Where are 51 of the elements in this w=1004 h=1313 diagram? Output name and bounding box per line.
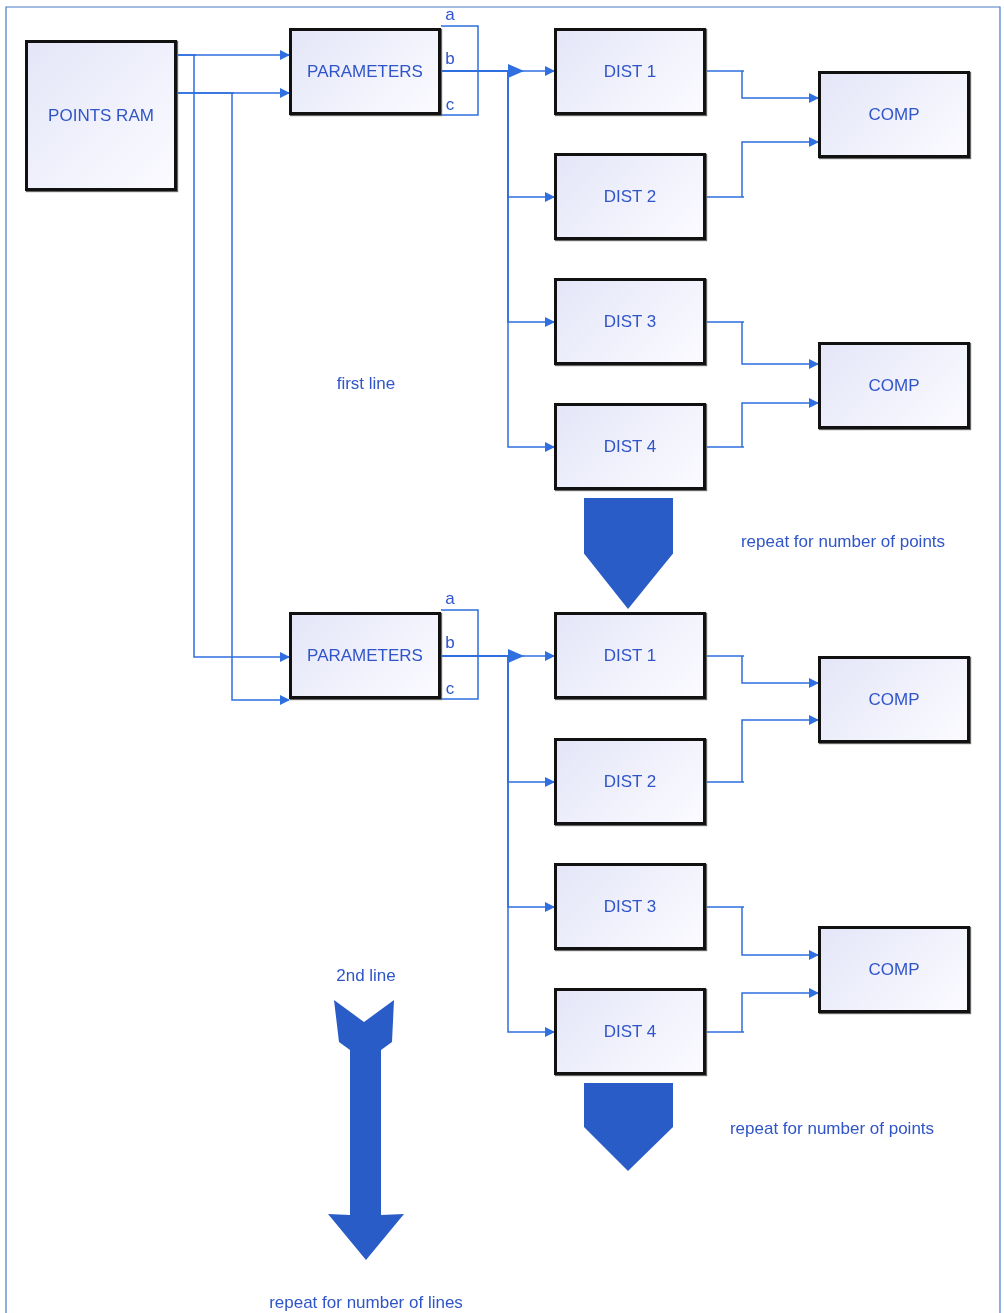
port-label: c bbox=[445, 95, 455, 115]
block-arrow bbox=[584, 1083, 673, 1171]
arrow bbox=[705, 321, 819, 369]
port-label: c bbox=[445, 679, 455, 699]
process-box bbox=[554, 863, 706, 950]
note-text: first line bbox=[336, 374, 396, 394]
process-box bbox=[289, 28, 441, 115]
box-label: PARAMETERS bbox=[307, 61, 423, 82]
port-label: b bbox=[445, 49, 455, 69]
process-box bbox=[818, 342, 970, 429]
process-box bbox=[554, 612, 706, 699]
arrow bbox=[705, 137, 819, 198]
note-text: 2nd line bbox=[336, 966, 396, 986]
process-box bbox=[554, 278, 706, 365]
port-label: a bbox=[445, 589, 455, 609]
process-box bbox=[554, 403, 706, 490]
process-box bbox=[818, 926, 970, 1013]
box-label: DIST 4 bbox=[603, 1021, 657, 1042]
box-label: DIST 1 bbox=[603, 645, 657, 666]
box-label: DIST 4 bbox=[603, 436, 657, 457]
process-box bbox=[554, 153, 706, 240]
arrow bbox=[705, 988, 819, 1033]
port-label: a bbox=[445, 5, 455, 25]
process-box bbox=[289, 612, 441, 699]
block-arrow bbox=[584, 498, 673, 609]
arrow bbox=[705, 906, 819, 960]
arrow bbox=[705, 715, 819, 783]
box-label: COMP bbox=[868, 689, 920, 710]
arrow bbox=[705, 655, 819, 688]
process-box bbox=[554, 988, 706, 1075]
note-text: repeat for number of points bbox=[740, 532, 946, 552]
box-label: COMP bbox=[868, 375, 920, 396]
box-label: COMP bbox=[868, 104, 920, 125]
arrow bbox=[705, 398, 819, 448]
box-label: DIST 1 bbox=[603, 61, 657, 82]
box-label: DIST 3 bbox=[603, 896, 657, 917]
box-label: DIST 3 bbox=[603, 311, 657, 332]
process-box bbox=[818, 656, 970, 743]
note-text: repeat for number of lines bbox=[269, 1293, 463, 1313]
note-text: repeat for number of points bbox=[729, 1119, 935, 1139]
arrow bbox=[705, 70, 819, 103]
process-box bbox=[554, 738, 706, 825]
box-label: COMP bbox=[868, 959, 920, 980]
box-label: POINTS RAM bbox=[48, 105, 154, 126]
process-box bbox=[818, 71, 970, 158]
box-label: DIST 2 bbox=[603, 771, 657, 792]
box-label: DIST 2 bbox=[603, 186, 657, 207]
process-box bbox=[25, 40, 177, 191]
process-box bbox=[554, 28, 706, 115]
box-label: PARAMETERS bbox=[307, 645, 423, 666]
port-label: b bbox=[445, 633, 455, 653]
